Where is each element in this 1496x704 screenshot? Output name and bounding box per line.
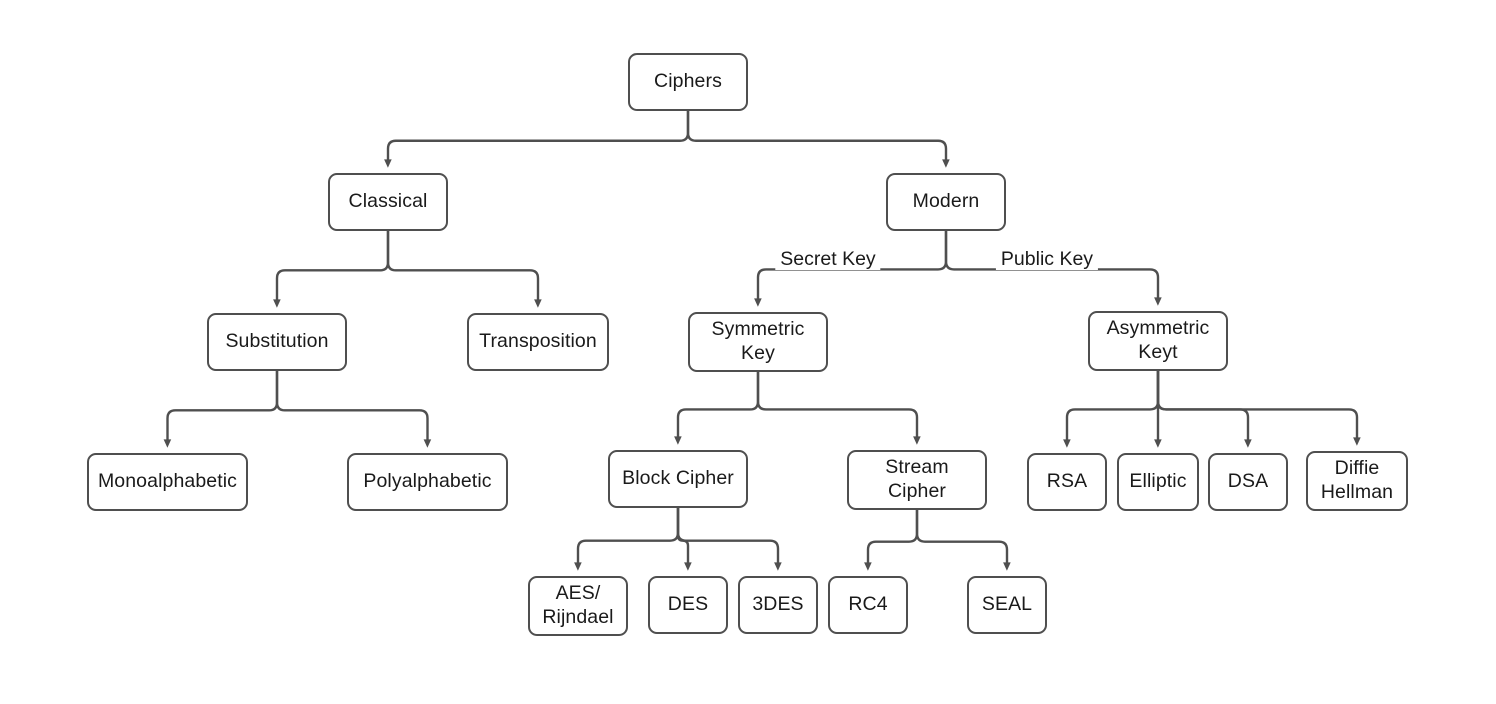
edge-symmetric-key-to-stream-cipher [756, 370, 921, 445]
node-elliptic[interactable]: Elliptic [1117, 453, 1199, 511]
node-substitution[interactable]: Substitution [207, 313, 347, 371]
node-aes-rijndael[interactable]: AES/ Rijndael [528, 576, 628, 636]
node-3des[interactable]: 3DES [738, 576, 818, 634]
edge-asymmetric-key-to-diffie-hellman [1156, 369, 1361, 446]
edge-substitution-to-polyalphabetic [275, 369, 432, 448]
node-dsa[interactable]: DSA [1208, 453, 1288, 511]
node-rc4[interactable]: RC4 [828, 576, 908, 634]
node-polyalphabetic[interactable]: Polyalphabetic [347, 453, 508, 511]
node-stream-cipher[interactable]: Stream Cipher [847, 450, 987, 510]
edge-ciphers-to-modern [686, 109, 950, 168]
node-ciphers[interactable]: Ciphers [628, 53, 748, 111]
edge-stream-cipher-to-seal [915, 508, 1011, 571]
node-des[interactable]: DES [648, 576, 728, 634]
node-monoalphabetic[interactable]: Monoalphabetic [87, 453, 248, 511]
node-transposition[interactable]: Transposition [467, 313, 609, 371]
node-diffie-hellman[interactable]: Diffie Hellman [1306, 451, 1408, 511]
node-asymmetric-key[interactable]: Asymmetric Keyt [1088, 311, 1228, 371]
edge-classical-to-transposition [386, 229, 542, 308]
node-symmetric-key[interactable]: Symmetric Key [688, 312, 828, 372]
node-seal[interactable]: SEAL [967, 576, 1047, 634]
secret-key-label: Secret Key [775, 249, 881, 270]
edge-block-cipher-to-3des [676, 506, 782, 571]
node-block-cipher[interactable]: Block Cipher [608, 450, 748, 508]
node-rsa[interactable]: RSA [1027, 453, 1107, 511]
node-classical[interactable]: Classical [328, 173, 448, 231]
node-modern[interactable]: Modern [886, 173, 1006, 231]
public-key-label: Public Key [995, 249, 1099, 270]
